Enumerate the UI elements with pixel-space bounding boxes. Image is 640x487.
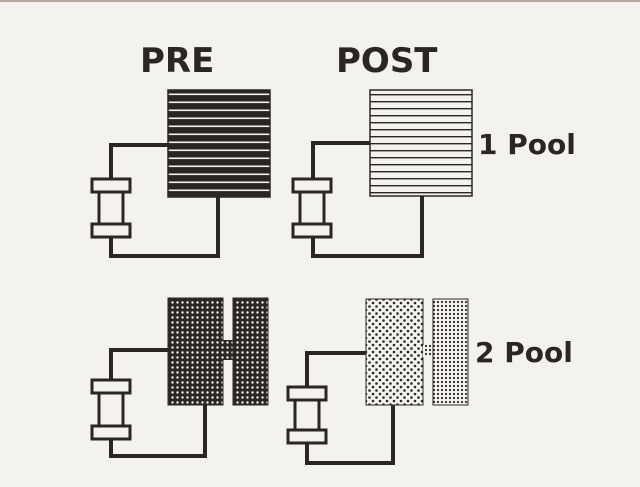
pre-one-pool-circuit xyxy=(90,89,271,258)
pre-two-pool-circuit xyxy=(90,297,269,458)
two-pool-label: 2 Pool xyxy=(475,336,573,369)
post-central-compartment xyxy=(365,298,424,406)
pre-peripheral-compartment xyxy=(232,297,269,406)
pre-central-compartment xyxy=(167,297,224,406)
post-peripheral-compartment xyxy=(432,298,469,406)
post-one-pool-compartment xyxy=(369,89,473,197)
one-pool-label: 1 Pool xyxy=(478,128,576,161)
pre-label: PRE xyxy=(140,41,214,81)
pre-one-pool-compartment xyxy=(167,89,271,198)
post-pool-connection xyxy=(423,345,433,357)
page-rule xyxy=(0,0,640,2)
pre-pool-connection xyxy=(222,340,234,360)
capacitor-icon xyxy=(286,385,328,445)
capacitor-icon xyxy=(90,378,132,441)
capacitor-icon xyxy=(291,177,333,239)
post-label: POST xyxy=(336,41,438,81)
post-one-pool-circuit xyxy=(291,89,473,258)
capacitor-icon xyxy=(90,177,132,239)
post-two-pool-circuit xyxy=(286,298,469,465)
